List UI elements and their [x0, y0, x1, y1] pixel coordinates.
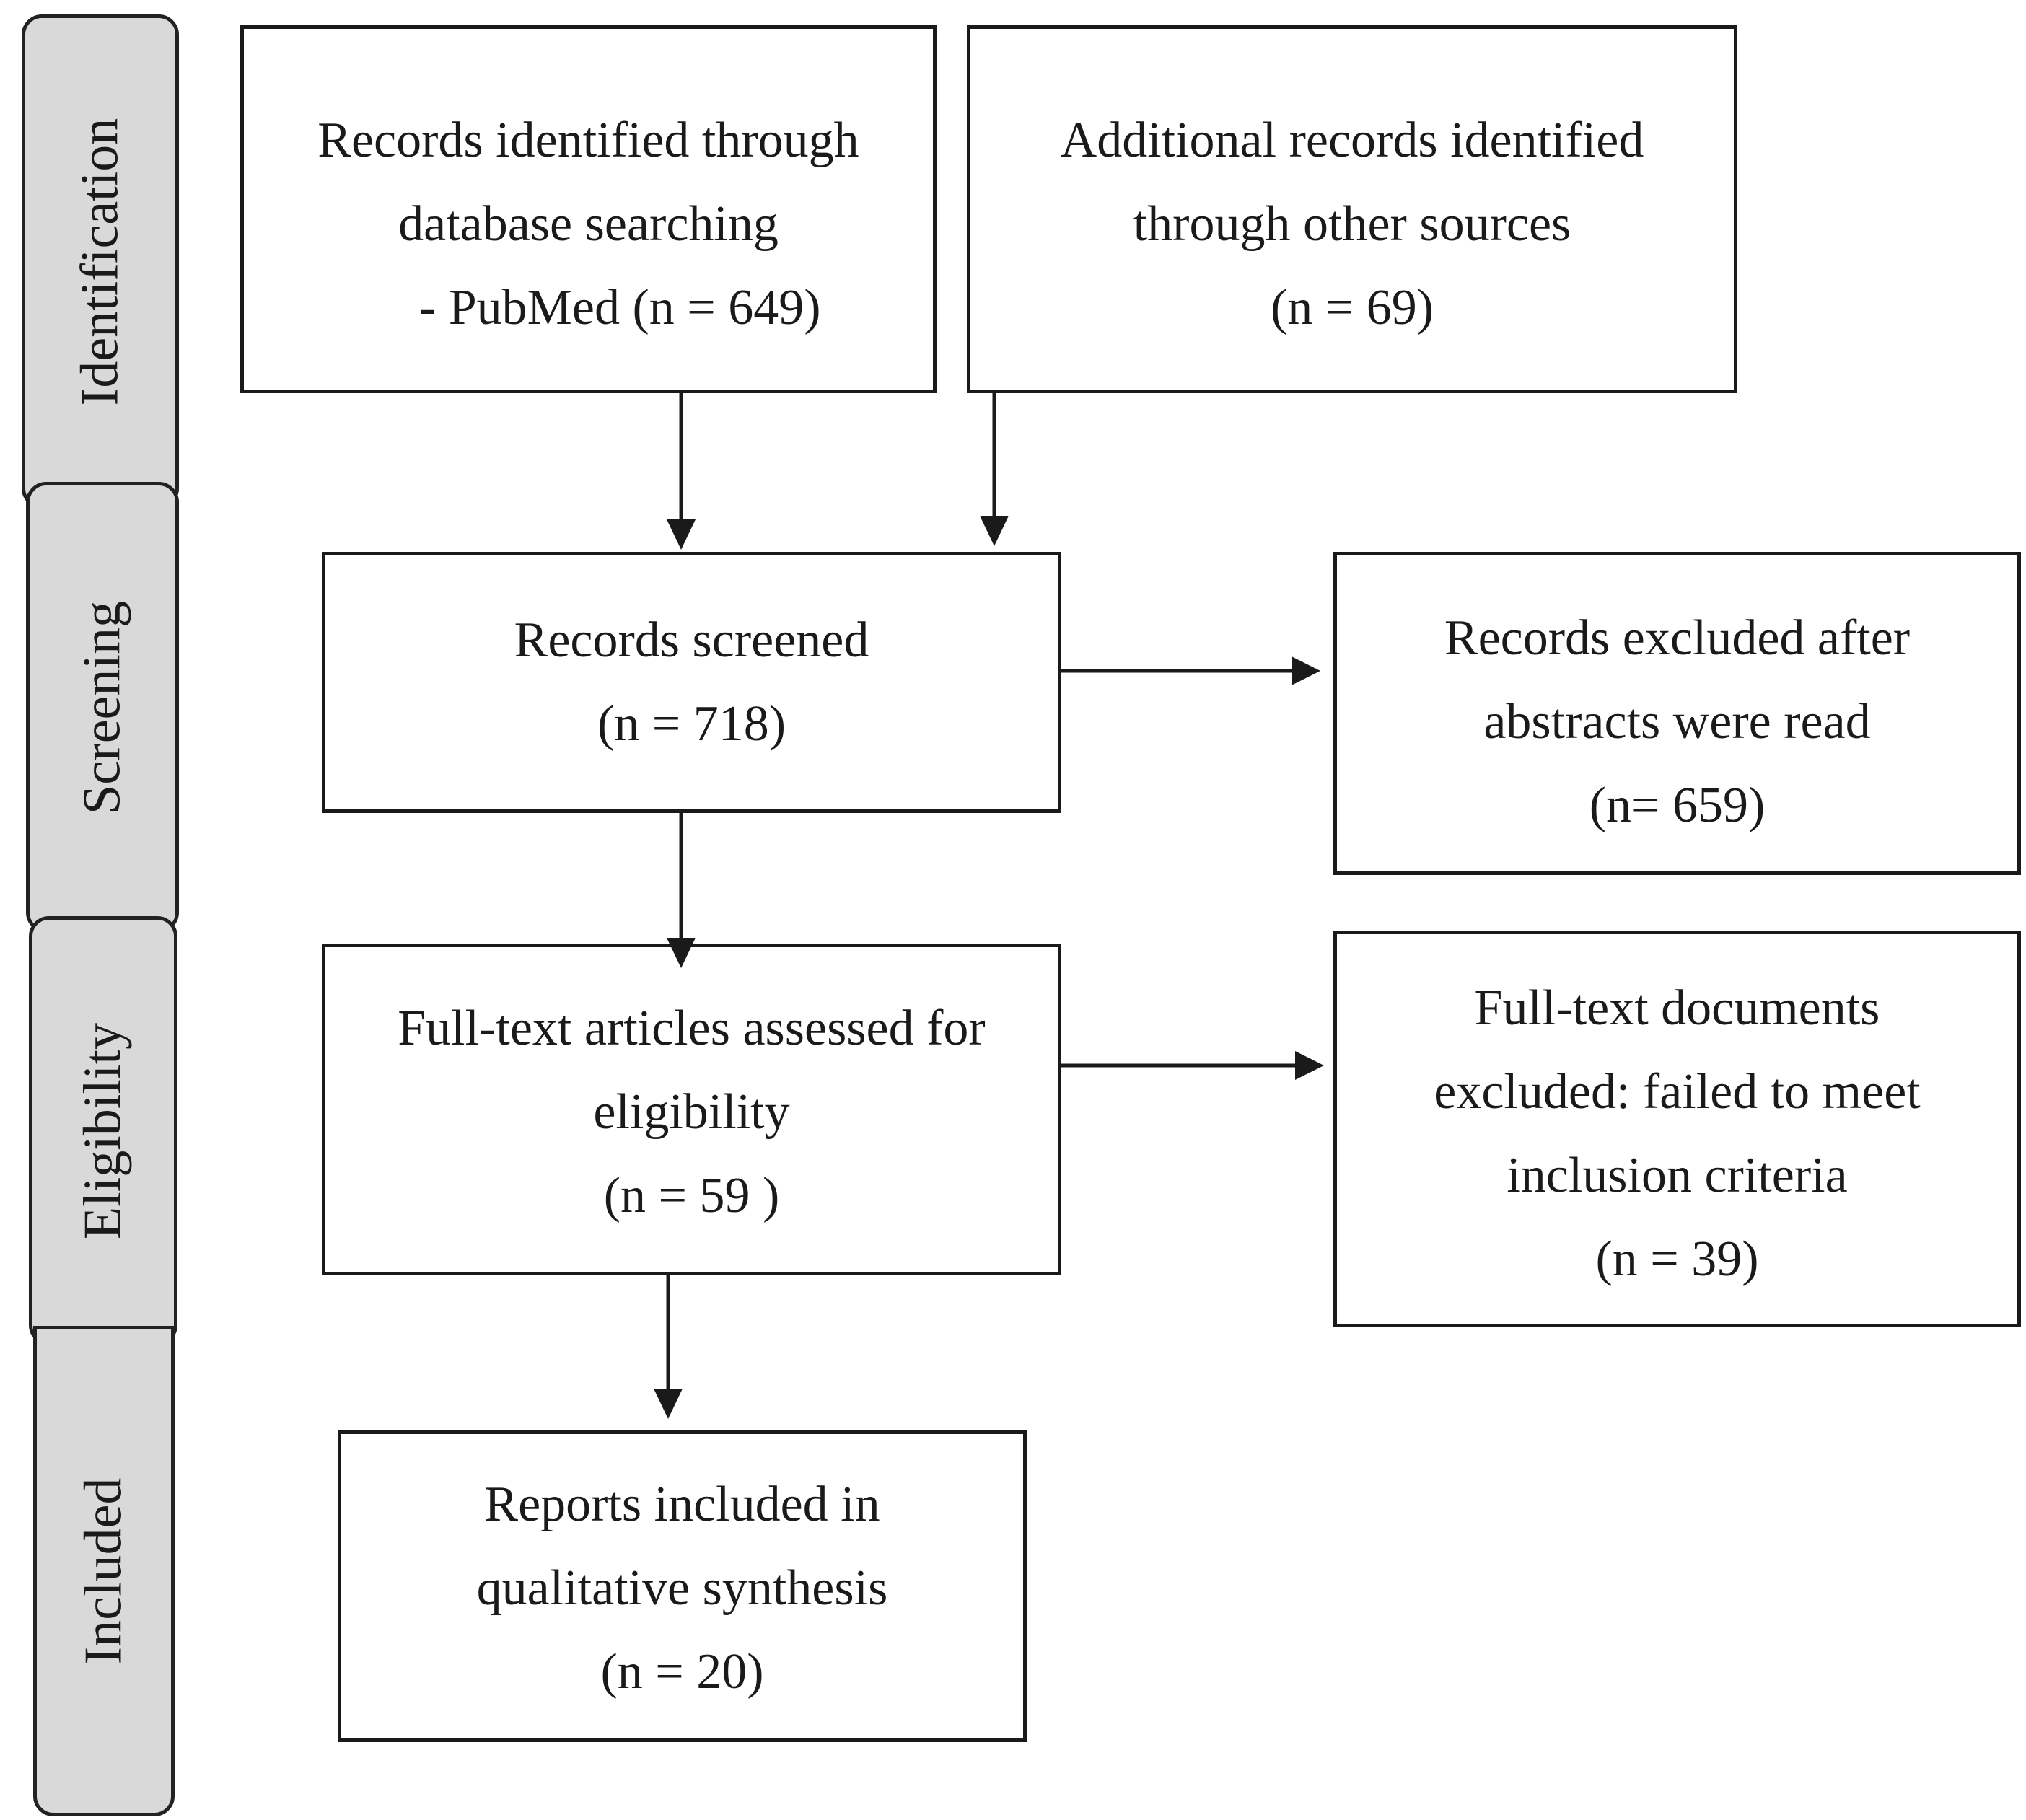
box-database-search: Records identified through database sear… [240, 25, 937, 393]
box-excluded-full-text: Full-text documents excluded: failed to … [1333, 931, 2021, 1327]
other-sources-line-2: through other sources [1133, 196, 1571, 252]
arrowhead-full-text-to-excluded [1295, 1051, 1324, 1080]
database-line-1: Records identified through [317, 113, 859, 168]
excluded-abstracts-line-2: abstracts were read [1483, 694, 1871, 749]
included-line-2: qualitative synthesis [476, 1560, 888, 1616]
other-sources-line-3: (n = 69) [1270, 280, 1434, 335]
box-reports-included: Reports included in qualitative synthesi… [338, 1430, 1027, 1742]
full-text-line-1: Full-text articles assessed for [398, 1001, 986, 1056]
box-records-screened: Records screened (n = 718) [322, 552, 1061, 813]
box-other-sources: Additional records identified through ot… [967, 25, 1737, 393]
database-line-2: database searching [398, 196, 779, 252]
arrowhead-screened-to-excluded [1292, 656, 1320, 685]
database-line-3: - PubMed (n = 649) [356, 280, 821, 335]
stage-tab-included: Included [33, 1326, 175, 1816]
excluded-full-text-line-3: inclusion criteria [1507, 1148, 1848, 1203]
arrowhead-screened-to-full-text [667, 938, 696, 968]
arrowhead-other-to-screened [980, 516, 1009, 546]
excluded-full-text-line-2: excluded: failed to meet [1434, 1064, 1921, 1120]
box-excluded-abstracts: Records excluded after abstracts were re… [1333, 552, 2021, 875]
stage-tab-screening: Screening [26, 482, 179, 933]
full-text-line-2: eligibility [593, 1084, 790, 1140]
other-sources-line-1: Additional records identified [1060, 113, 1644, 168]
stage-tab-identification: Identification [22, 14, 179, 509]
full-text-line-3: (n = 59 ) [603, 1168, 780, 1223]
arrowhead-full-text-to-included [654, 1389, 683, 1419]
included-line-3: (n = 20) [600, 1644, 764, 1700]
screened-line-2: (n = 718) [597, 696, 786, 752]
excluded-abstracts-line-3: (n= 659) [1589, 778, 1766, 833]
included-line-1: Reports included in [484, 1477, 880, 1532]
arrowhead-database-to-screened [667, 519, 696, 550]
screened-line-1: Records screened [514, 612, 869, 668]
excluded-abstracts-line-1: Records excluded after [1444, 610, 1911, 666]
excluded-full-text-line-1: Full-text documents [1474, 980, 1880, 1036]
excluded-full-text-line-4: (n = 39) [1595, 1231, 1759, 1287]
